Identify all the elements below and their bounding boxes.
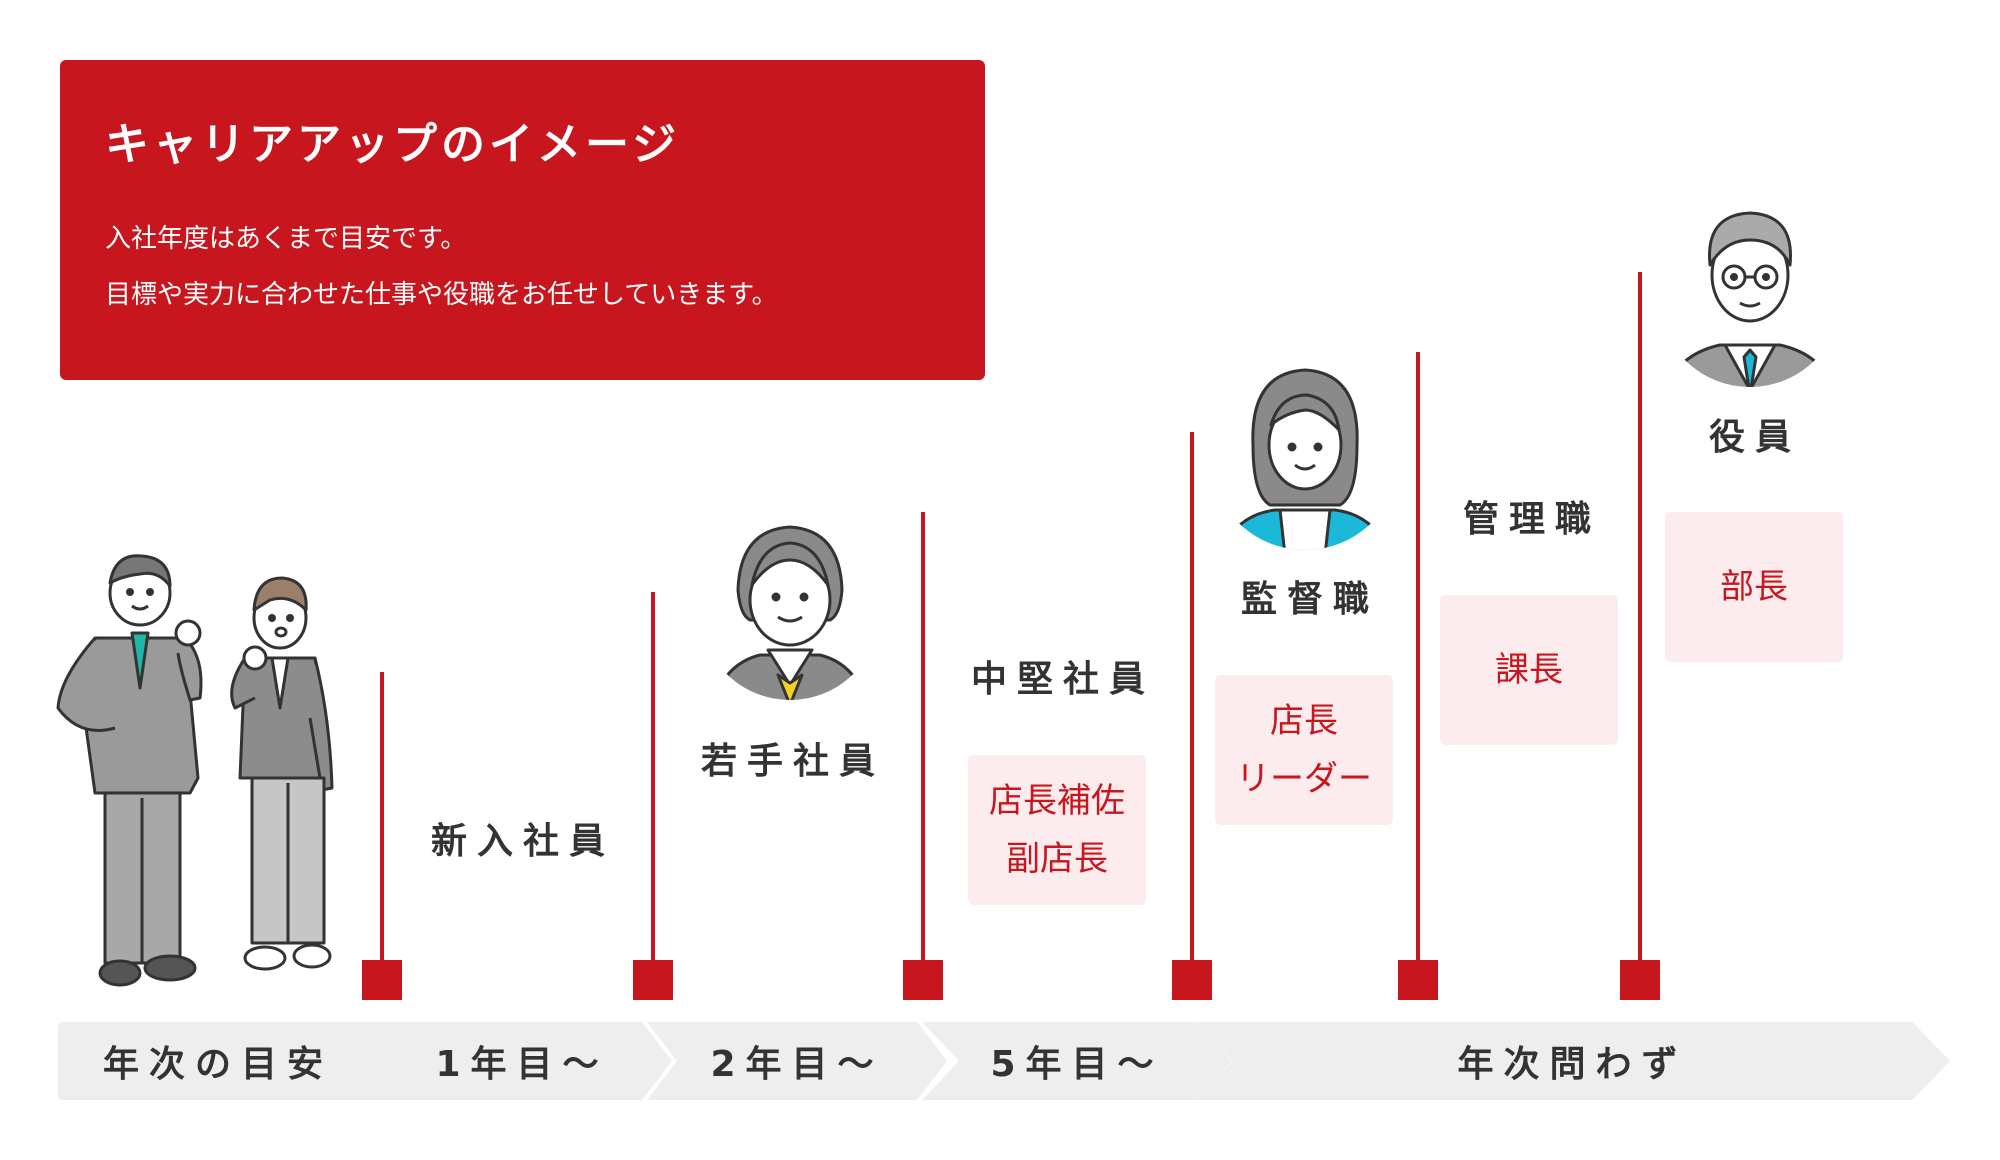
timeline-segment-guide: 年次の目安 [58, 1022, 408, 1100]
supervisor-avatar-icon [1218, 368, 1392, 550]
role-store-manager: 店長 [1270, 701, 1338, 741]
timeline-marker-4-line [1190, 432, 1194, 972]
role-deputy-store-manager: 副店長 [1006, 839, 1108, 879]
timeline-marker-3-line [921, 512, 925, 972]
timeline-segment-year1: 1年目〜 [372, 1022, 672, 1100]
timeline-marker-6 [1620, 960, 1660, 1000]
timeline-segment-any-year: 年次問わず [1195, 1022, 1950, 1100]
stage-label-young-employee: 若手社員 [700, 741, 886, 782]
timeline-label-any-year: 年次問わず [1457, 1044, 1688, 1085]
page-title: キャリアアップのイメージ [105, 119, 681, 170]
timeline-label-year5: 5年目〜 [990, 1044, 1164, 1085]
timeline-marker-2 [633, 960, 673, 1000]
role-department-head: 部長 [1720, 567, 1788, 607]
stage-label-management: 管理職 [1462, 499, 1602, 540]
header-subtitle-line1: 入社年度はあくまで目安です。 [105, 224, 467, 254]
role-box-mid-level: 店長補佐 副店長 [968, 755, 1146, 905]
stage-label-new-employee: 新入社員 [430, 821, 616, 862]
stage-label-mid-level-employee: 中堅社員 [970, 659, 1156, 700]
timeline-marker-5 [1398, 960, 1438, 1000]
timeline-marker-5-line [1416, 352, 1420, 972]
role-box-executive: 部長 [1665, 512, 1843, 662]
timeline-marker-6-line [1638, 272, 1642, 972]
timeline-label-year2: 2年目〜 [710, 1044, 884, 1085]
timeline-marker-4 [1172, 960, 1212, 1000]
role-leader: リーダー [1236, 759, 1372, 799]
role-section-chief: 課長 [1495, 650, 1563, 690]
timeline-marker-2-line [651, 592, 655, 972]
stage-label-executive: 役員 [1708, 417, 1802, 458]
young-employee-avatar-icon [708, 525, 872, 700]
role-box-supervisor: 店長 リーダー [1215, 675, 1393, 825]
timeline-marker-1 [362, 960, 402, 1000]
timeline-marker-1-line [380, 672, 384, 972]
timeline-label-guide: 年次の目安 [102, 1044, 333, 1085]
timeline-marker-3 [903, 960, 943, 1000]
stage-label-supervisor: 監督職 [1240, 579, 1380, 620]
new-employees-illustration-icon [56, 554, 334, 987]
header-subtitle-line2: 目標や実力に合わせた仕事や役職をお任せしていきます。 [105, 280, 778, 310]
timeline-arrow-bar: 年次の目安 1年目〜 2年目〜 5年目〜 年次問わず [0, 1022, 2000, 1100]
header-banner: キャリアアップのイメージ 入社年度はあくまで目安です。 目標や実力に合わせた仕事… [60, 60, 985, 380]
timeline-segment-year2: 2年目〜 [647, 1022, 947, 1100]
timeline-label-year1: 1年目〜 [435, 1044, 609, 1085]
executive-avatar-icon [1663, 211, 1837, 387]
role-assistant-manager: 店長補佐 [989, 781, 1125, 821]
role-box-management: 課長 [1440, 595, 1618, 745]
timeline-segment-year5: 5年目〜 [922, 1022, 1232, 1100]
